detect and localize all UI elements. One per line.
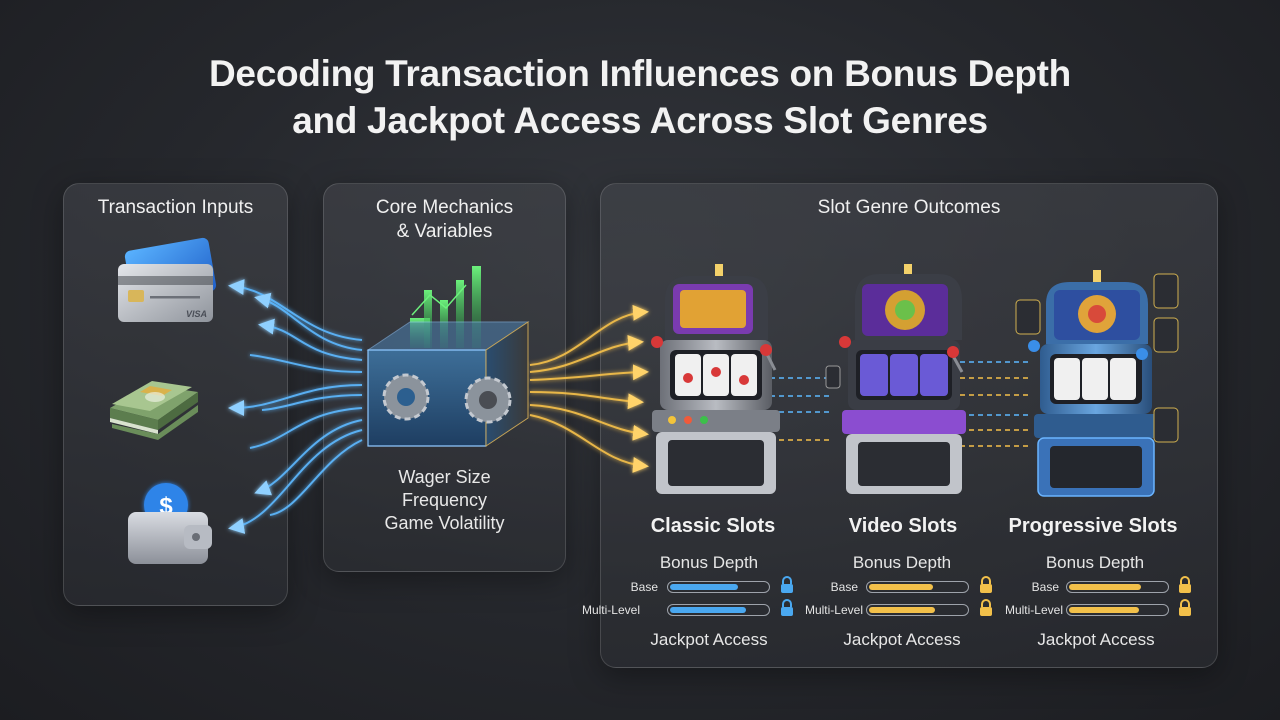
variable-frequency: Frequency — [401, 490, 488, 510]
bar-track-video-base — [866, 581, 969, 593]
lock-icon — [980, 576, 992, 593]
variable-game-volatility: Game Volatility — [384, 513, 505, 533]
lock-icon — [1179, 599, 1191, 616]
lock-icon — [980, 599, 992, 616]
level-label-progressive-base: Base — [1031, 580, 1059, 594]
jackpot-access-label-progressive: Jackpot Access — [1037, 630, 1155, 649]
card-brand-text: VISA — [186, 309, 207, 319]
digital-wallet-icon: $ — [128, 483, 212, 564]
lock-icon — [1179, 576, 1191, 593]
bar-fill-progressive-multi — [1069, 607, 1139, 613]
level-label-classic-multi: Multi-Level — [581, 603, 640, 617]
genre-name-progressive: Progressive Slots — [1008, 515, 1178, 537]
bar-track-classic-base — [667, 581, 770, 593]
bar-track-classic-multi — [667, 604, 770, 616]
jackpot-access-label-classic: Jackpot Access — [650, 630, 768, 649]
core-mechanics-title-line-2: & Variables — [396, 221, 493, 242]
bar-track-video-multi — [866, 604, 969, 616]
cash-stack-icon — [110, 381, 198, 440]
bar-fill-video-multi — [869, 607, 935, 613]
bonus-depth-label-progressive: Bonus Depth — [1045, 553, 1145, 572]
input-flow-lines — [228, 279, 363, 534]
bar-fill-video-base — [869, 584, 933, 590]
bar-fill-progressive-base — [1069, 584, 1141, 590]
jackpot-access-label-video: Jackpot Access — [843, 630, 961, 649]
lock-icon — [781, 576, 793, 593]
variable-wager-size: Wager Size — [398, 467, 491, 487]
genre-name-classic: Classic Slots — [650, 515, 776, 537]
level-label-video-base: Base — [830, 580, 858, 594]
output-flow-lines — [529, 304, 649, 473]
bar-track-progressive-multi — [1066, 604, 1169, 616]
level-label-classic-base: Base — [630, 580, 658, 594]
credit-card-icon: VISA — [118, 237, 217, 322]
genre-connector-lines — [770, 361, 1030, 447]
page-title: Decoding Transaction Influences on Bonus… — [0, 50, 1280, 144]
progressive-slot-machine-icon — [1015, 270, 1179, 497]
level-label-video-multi: Multi-Level — [804, 603, 863, 617]
bar-fill-classic-base — [670, 584, 738, 590]
slot-genre-outcomes-title: Slot Genre Outcomes — [817, 197, 1001, 218]
video-slot-machine-icon — [825, 264, 966, 494]
bar-track-progressive-base — [1066, 581, 1169, 593]
transaction-inputs-title: Transaction Inputs — [97, 197, 254, 218]
bar-fill-classic-multi — [670, 607, 746, 613]
bonus-depth-label-classic: Bonus Depth — [659, 553, 759, 572]
title-line-2: and Jackpot Access Across Slot Genres — [292, 100, 988, 141]
bonus-depth-label-video: Bonus Depth — [852, 553, 952, 572]
core-mechanics-title-line-1: Core Mechanics — [375, 197, 514, 218]
core-mechanics-cube-icon — [366, 266, 530, 447]
genre-name-video: Video Slots — [848, 515, 958, 537]
title-line-1: Decoding Transaction Influences on Bonus… — [209, 53, 1071, 94]
lock-icon — [781, 599, 793, 616]
level-label-progressive-multi: Multi-Level — [1004, 603, 1063, 617]
classic-slot-machine-icon — [651, 264, 780, 494]
